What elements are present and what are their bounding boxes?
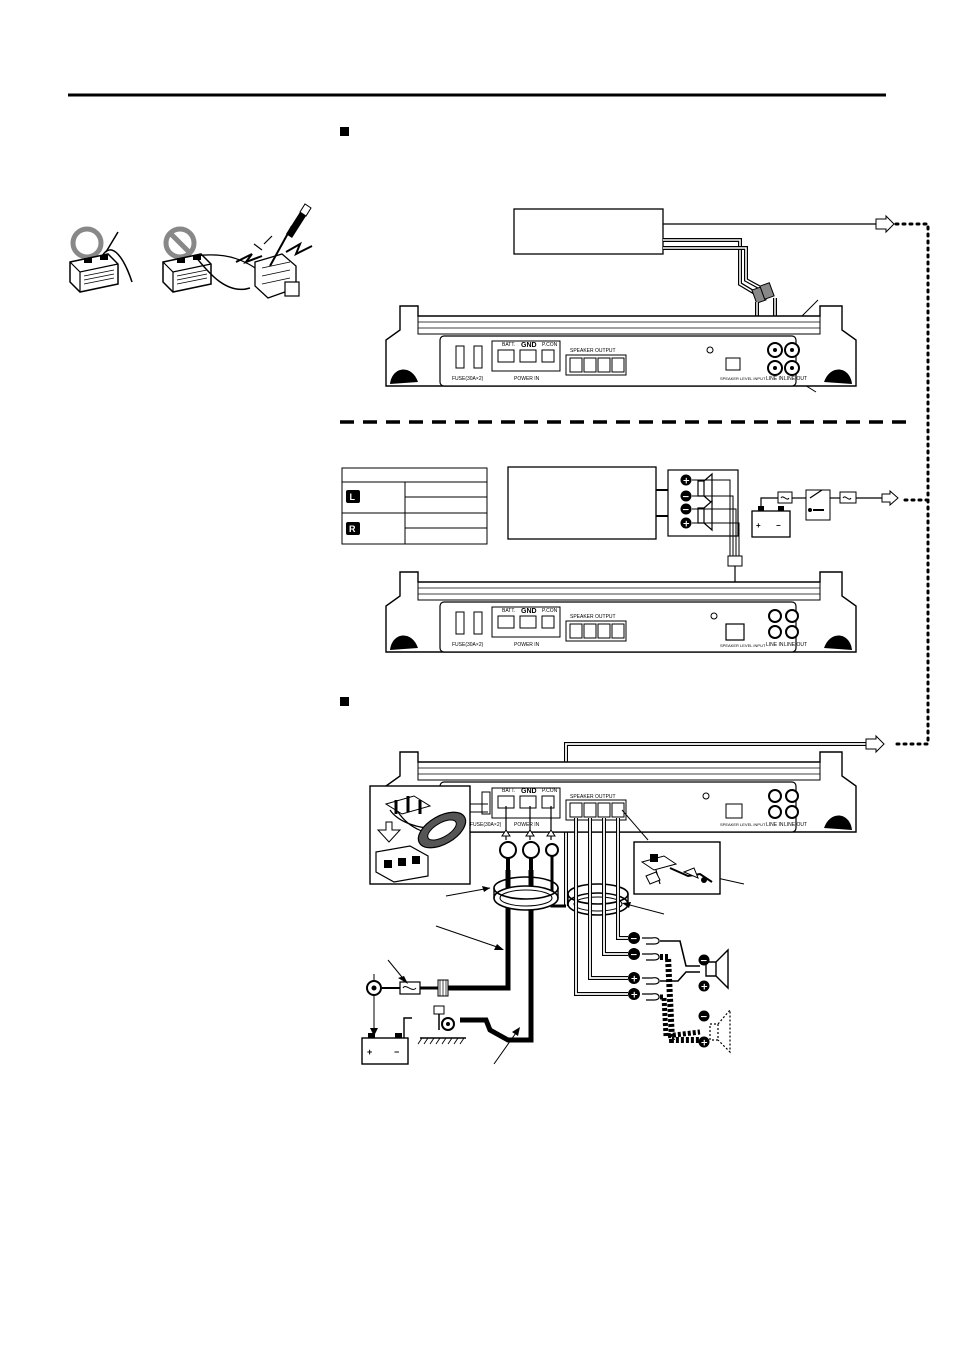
svg-text:−: −: [630, 951, 638, 961]
down-arrow-icon: [376, 821, 402, 843]
svg-text:+: +: [683, 477, 691, 487]
svg-text:+: +: [631, 991, 639, 1001]
ok-circle-icon: [70, 226, 104, 260]
svg-text:−: −: [630, 935, 638, 945]
amp2-batt-label: BATT.: [502, 608, 515, 614]
grommet-ring-speaker: [567, 883, 629, 916]
section-bullet-1: [340, 127, 349, 136]
amp1-pcon-label: P.CON: [542, 342, 558, 348]
caution-illustration-screwdriver-spark: [235, 203, 313, 299]
svg-text:−: −: [776, 521, 781, 530]
amp3-line-in-label: LINE IN: [766, 822, 784, 828]
speaker-wires: [574, 809, 649, 996]
power-leads: + −: [361, 806, 566, 1065]
battery-icon-1: [751, 510, 791, 538]
leader-lines: [387, 871, 745, 1065]
amp2-line-in-label: LINE IN: [766, 642, 784, 648]
svg-text:+: +: [701, 983, 709, 993]
left-channel-badge: [346, 490, 360, 503]
caution-illustration-battery-ok: [69, 226, 133, 293]
amp2-pcon-label: P.CON: [542, 608, 558, 614]
terminal-inset-right: [633, 841, 721, 895]
svg-text:+: +: [683, 520, 691, 530]
amp1-power-in-label: POWER IN: [514, 376, 540, 382]
amp2-power-in-label: POWER IN: [514, 642, 540, 648]
power-supply-section-1b: + −: [751, 489, 899, 538]
amplifier-1: BATT. GND P.CON SPEAKER OUTPUT FUSE(30A×…: [385, 305, 857, 387]
amp3-gnd-label: GND: [521, 788, 537, 795]
caution-illustration-battery-prohibited: [162, 226, 269, 293]
arrow-outline-1: [875, 214, 895, 234]
amplifier-3: BATT. GND P.CON SPEAKER OUTPUT FUSE(30A×…: [385, 751, 857, 833]
speaker-terminal-marks: − − + +: [628, 932, 701, 1043]
ignition-switch-icon: [805, 489, 831, 521]
channel-table: L R: [341, 467, 488, 545]
speaker-rear-dashed: − +: [698, 1008, 731, 1054]
prohibited-icon: [163, 226, 197, 260]
amp1-speaker-level-input-label: SPEAKER LEVEL INPUT: [720, 376, 766, 381]
amp1-batt-label: BATT.: [502, 342, 515, 348]
right-channel-badge-label: R: [349, 524, 356, 534]
source-unit-box-1: [513, 208, 664, 255]
svg-text:−: −: [700, 957, 708, 967]
svg-text:+: +: [756, 521, 761, 530]
svg-text:−: −: [682, 506, 690, 516]
battery-icon-2: [361, 1037, 409, 1065]
amp1-line-in-label: LINE IN: [766, 376, 784, 382]
source-unit-box-2: [507, 466, 657, 540]
amp3-batt-label: BATT.: [502, 788, 515, 794]
svg-text:+: +: [367, 1047, 372, 1057]
section-bullet-2: [340, 697, 349, 706]
terminal-inset-left: [369, 785, 471, 885]
amp3-line-out-label: LINE OUT: [784, 822, 807, 828]
amp1-line-out-label: LINE OUT: [784, 376, 807, 382]
arrow-outline-3: [865, 734, 885, 754]
dotted-route: [894, 222, 930, 746]
amp1-gnd-label: GND: [521, 342, 537, 349]
right-channel-badge: [346, 522, 360, 535]
amp2-speaker-output-label: SPEAKER OUTPUT: [570, 614, 616, 620]
speaker-pair: + − − +: [656, 469, 743, 624]
grommet-ring-power: [493, 876, 559, 911]
svg-text:−: −: [700, 1013, 708, 1023]
amp3-fuse-label: FUSE(30A×2): [470, 822, 502, 828]
svg-text:−: −: [682, 493, 690, 503]
amp1-fuse-label: FUSE(30A×2): [452, 376, 484, 382]
amp3-pcon-label: P.CON: [542, 788, 558, 794]
ring-terminal-gnd: [522, 841, 540, 859]
speaker-front: − +: [698, 948, 729, 993]
fuse-icon-2: [839, 491, 857, 504]
svg-text:+: +: [631, 975, 639, 985]
amp2-speaker-level-input-label: SPEAKER LEVEL INPUT: [720, 643, 766, 648]
left-channel-badge-label: L: [350, 492, 356, 502]
svg-text:−: −: [394, 1047, 399, 1057]
amplifier-2: BATT. GND P.CON SPEAKER OUTPUT FUSE(30A×…: [385, 571, 857, 653]
amp2-fuse-label: FUSE(30A×2): [452, 642, 484, 648]
amp3-speaker-output-label: SPEAKER OUTPUT: [570, 794, 616, 800]
arrow-outline-2: [881, 489, 899, 507]
amp3-speaker-level-input-label: SPEAKER LEVEL INPUT: [720, 822, 766, 827]
amp1-speaker-output-label: SPEAKER OUTPUT: [570, 348, 616, 354]
amp2-line-out-label: LINE OUT: [784, 642, 807, 648]
svg-text:+: +: [701, 1039, 709, 1049]
ring-terminal-batt: [499, 841, 517, 859]
amp2-gnd-label: GND: [521, 608, 537, 615]
amp3-power-in-label: POWER IN: [514, 822, 540, 828]
ring-terminal-pcon: [545, 843, 559, 857]
spark-icon: [235, 253, 263, 265]
